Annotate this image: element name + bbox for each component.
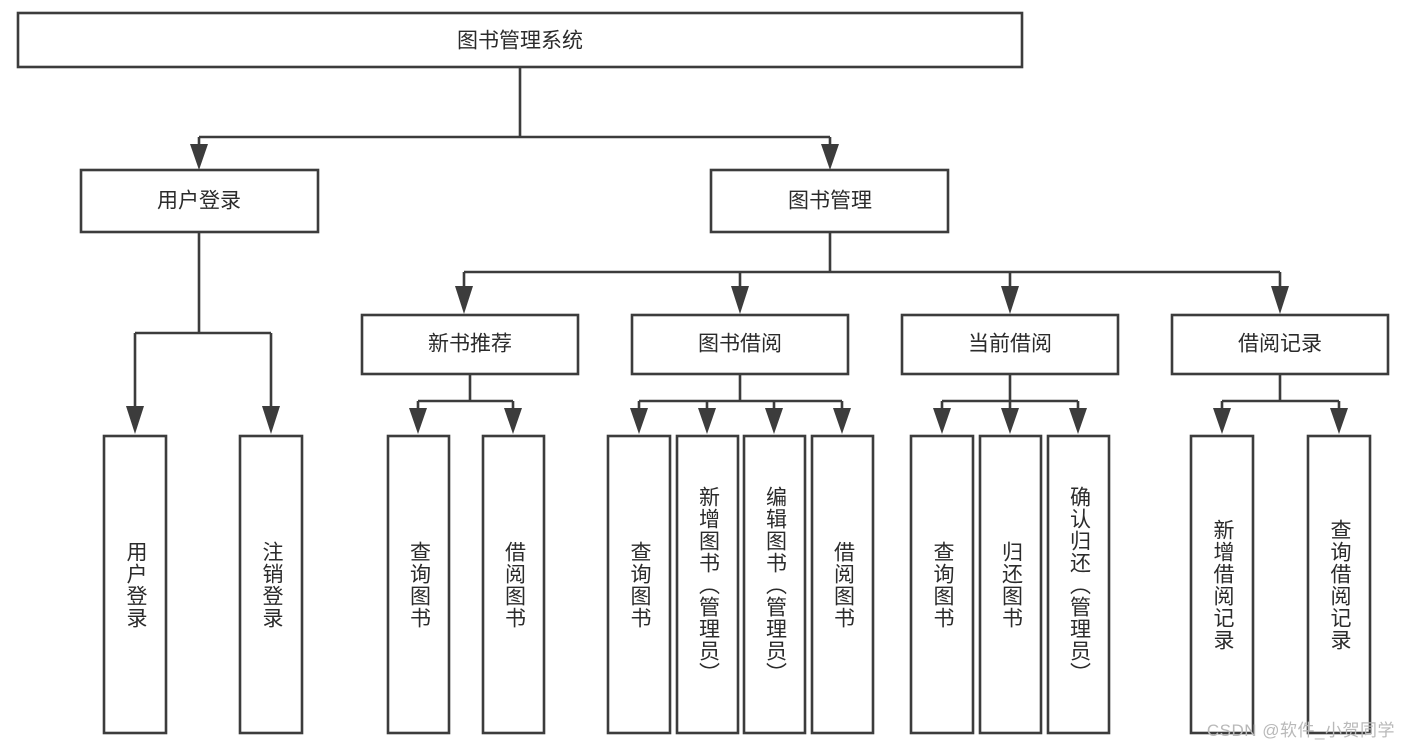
arrow-head-book-borrow-leaf-3 — [765, 408, 783, 434]
connector-group-borrow-record — [1213, 374, 1348, 434]
arrow-head-user-login-leaf-2 — [262, 406, 280, 434]
arrow-head-borrow-record — [1271, 286, 1289, 314]
node-current-borrow-label: 当前借阅 — [968, 333, 1052, 356]
node-book-borrow-box[interactable] — [630, 313, 850, 376]
connector-group-root — [190, 67, 839, 170]
arrow-head-current-borrow-leaf-3 — [1069, 408, 1087, 434]
leaf-box-user-login-2[interactable] — [238, 434, 304, 735]
connector-group-new-book — [409, 374, 522, 434]
leaf-box-new-book-1[interactable] — [386, 434, 451, 735]
node-root-box[interactable] — [16, 11, 1024, 69]
leaf-box-book-borrow-3[interactable] — [742, 434, 807, 735]
node-book-mgmt-label: 图书管理 — [788, 190, 872, 213]
arrow-head-current-borrow — [1001, 286, 1019, 314]
arrow-head-user-login — [190, 144, 208, 170]
node-user-login[interactable]: 用户登录 — [79, 168, 320, 234]
arrow-head-borrow-record-leaf-2 — [1330, 408, 1348, 434]
node-book-mgmt[interactable]: 图书管理 — [709, 168, 950, 234]
node-current-borrow-box[interactable] — [900, 313, 1120, 376]
node-root[interactable]: 图书管理系统 — [16, 11, 1024, 69]
node-book-mgmt-box[interactable] — [709, 168, 950, 234]
connector-group-book-borrow — [630, 374, 851, 434]
arrow-head-book-borrow-leaf-4 — [833, 408, 851, 434]
leaf-box-current-borrow-1[interactable] — [909, 434, 975, 735]
arrow-head-book-borrow — [731, 286, 749, 314]
node-root-label: 图书管理系统 — [457, 30, 583, 53]
arrow-head-current-borrow-leaf-1 — [933, 408, 951, 434]
node-book-borrow[interactable]: 图书借阅 — [630, 313, 850, 376]
arrow-head-book-mgmt — [821, 144, 839, 170]
node-book-borrow-label: 图书借阅 — [698, 333, 782, 356]
leaf-box-new-book-2[interactable] — [481, 434, 546, 735]
node-user-login-label: 用户登录 — [157, 190, 241, 213]
leaf-box-book-borrow-2[interactable] — [675, 434, 740, 735]
node-new-book-recommend-box[interactable] — [360, 313, 580, 376]
arrow-head-book-borrow-leaf-2 — [698, 408, 716, 434]
node-borrow-record-label: 借阅记录 — [1238, 333, 1322, 356]
arrow-head-current-borrow-leaf-2 — [1001, 408, 1019, 434]
leaf-box-book-borrow-1[interactable] — [606, 434, 672, 735]
leaf-box-current-borrow-3[interactable] — [1046, 434, 1111, 735]
node-new-book-recommend[interactable]: 新书推荐 — [360, 313, 580, 376]
arrow-head-new-book-leaf-1 — [409, 408, 427, 434]
arrow-head-user-login-leaf-1 — [126, 406, 144, 434]
leaf-box-borrow-record-2[interactable] — [1306, 434, 1372, 735]
arrow-head-new-book — [455, 286, 473, 314]
leaf-box-borrow-record-1[interactable] — [1189, 434, 1255, 735]
leaf-box-current-borrow-2[interactable] — [978, 434, 1043, 735]
watermark-text: CSDN @软件_小贺同学 — [1206, 721, 1395, 740]
node-borrow-record[interactable]: 借阅记录 — [1170, 313, 1390, 376]
leaf-box-book-borrow-4[interactable] — [810, 434, 875, 735]
node-user-login-box[interactable] — [79, 168, 320, 234]
leaf-box-user-login-1[interactable] — [102, 434, 168, 735]
arrow-head-new-book-leaf-2 — [504, 408, 522, 434]
arrow-head-book-borrow-leaf-1 — [630, 408, 648, 434]
node-borrow-record-box[interactable] — [1170, 313, 1390, 376]
connector-group-user-login — [126, 232, 280, 434]
node-current-borrow[interactable]: 当前借阅 — [900, 313, 1120, 376]
connector-group-current-borrow — [933, 374, 1087, 434]
connector-group-book-mgmt — [455, 232, 1289, 314]
node-new-book-recommend-label: 新书推荐 — [428, 333, 512, 356]
arrow-head-borrow-record-leaf-1 — [1213, 408, 1231, 434]
